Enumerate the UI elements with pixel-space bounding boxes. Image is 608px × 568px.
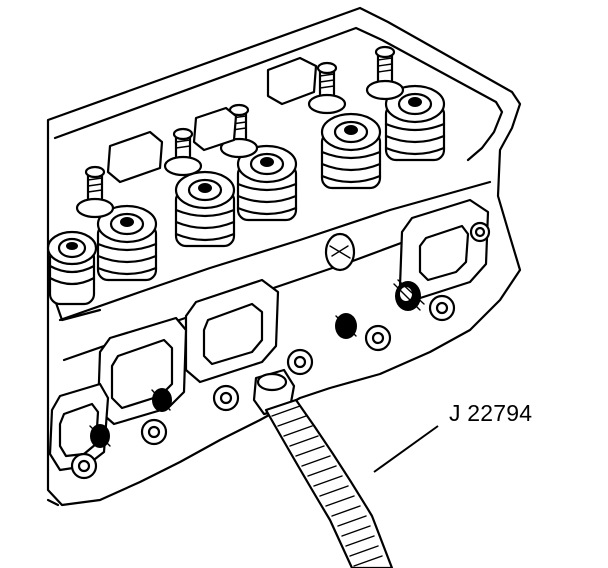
rocker-stud <box>307 61 347 115</box>
rocker-stud <box>365 45 405 101</box>
spark-plug-holes <box>70 221 491 480</box>
rocker-studs <box>75 45 405 219</box>
callout-leader-line <box>373 425 439 473</box>
valve-spring <box>384 84 446 162</box>
compression-gauge-adapter <box>252 368 394 568</box>
valve-spring <box>174 170 236 248</box>
rocker-stud <box>163 127 203 177</box>
valve-spring <box>96 204 158 282</box>
hose-braid <box>271 405 383 567</box>
rocker-stud <box>75 165 115 219</box>
valve-spring <box>46 230 98 306</box>
rocker-stud <box>219 103 259 159</box>
valve-spring <box>320 112 382 190</box>
tool-callout-label: J 22794 <box>449 400 533 426</box>
